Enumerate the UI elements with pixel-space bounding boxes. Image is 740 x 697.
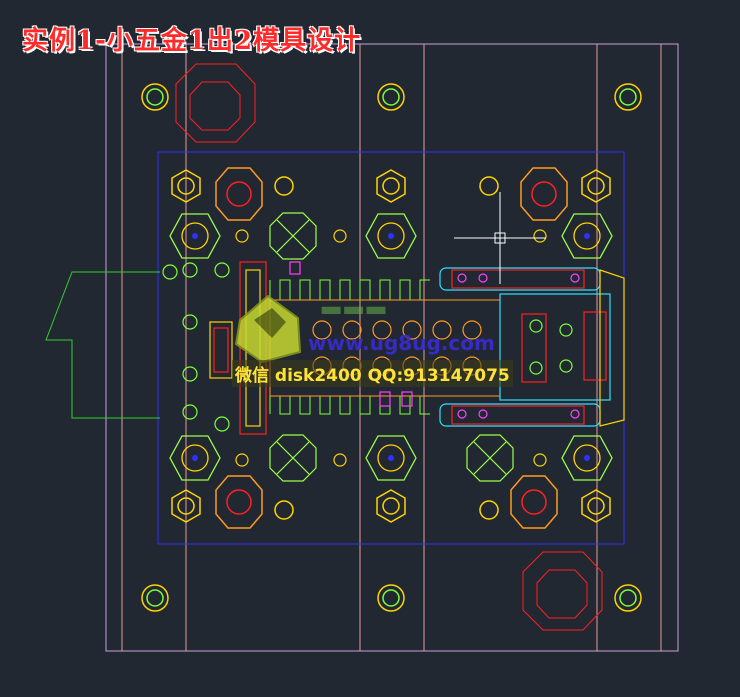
- guide-pins: [269, 212, 514, 482]
- hex-bolts: [171, 169, 611, 523]
- watermark-contact: 微信 disk2400 QQ:913147075: [232, 360, 513, 387]
- return-pins: [169, 213, 613, 481]
- slide-block-right: [439, 267, 625, 427]
- runner-outline: [45, 271, 160, 419]
- corner-bolts: [141, 83, 642, 612]
- crosshair-cursor-icon: [454, 192, 546, 284]
- outer-plate-outline: [105, 43, 679, 652]
- guide-lines: [121, 44, 662, 651]
- watermark-logo-icon: [234, 294, 302, 364]
- watermark-graphic-text: ▂▂▂: [322, 286, 390, 314]
- page-title: 实例1-小五金1出2模具设计: [22, 26, 362, 56]
- ring-bolts: [215, 167, 568, 529]
- lifting-ring-octagons: [175, 63, 603, 631]
- small-screws: [235, 229, 547, 467]
- watermark-site: www.ug8ug.com: [308, 331, 495, 355]
